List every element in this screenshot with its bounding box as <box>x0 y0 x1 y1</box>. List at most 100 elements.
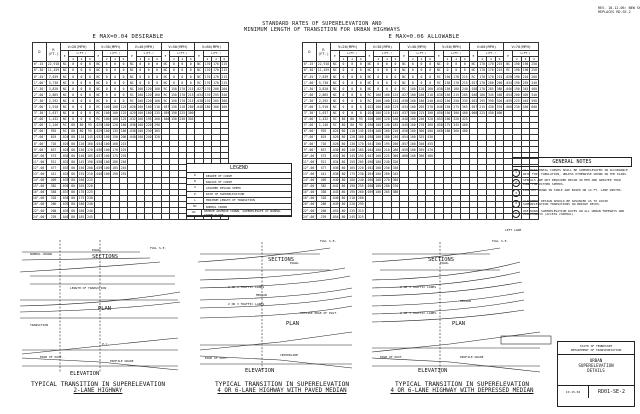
d2-sections-label: SECTIONS <box>268 257 294 263</box>
note-text: USE RURAL SUPERELEVATION RATES ON ALL UR… <box>523 208 625 217</box>
d1-section-mid <box>21 257 151 261</box>
cell-value <box>152 213 162 221</box>
d3-grade-label: PROFILE GRADE <box>460 355 484 359</box>
note-text: ALL HORIZONTAL CURVES SHALL BE SUPERELEV… <box>523 168 628 176</box>
legend-desc: DEGREE OF CURVE <box>206 173 233 178</box>
note-number: 3 <box>512 189 520 198</box>
d2-lane-curve3 <box>199 287 353 301</box>
d1-equal-label: EQUAL <box>92 248 102 252</box>
legend-desc: RADIUS OF CURVE <box>206 179 233 184</box>
d2-lanes-label-2: 2 OR 3 TRAFFIC LANES <box>228 302 265 306</box>
lane-header: 6 <box>529 55 540 62</box>
d3-median-label: MEDIAN <box>460 299 471 303</box>
legend-key: V <box>187 185 204 191</box>
caption-depressed-median-line1: TYPICAL TRANSITION IN SUPERELEVATION <box>394 381 530 388</box>
caption-2-lane: TYPICAL TRANSITION IN SUPERELEVATION 2-L… <box>31 381 165 395</box>
cell-value: 325 <box>355 213 366 221</box>
title-block-sheet-no: RD01-SE-2 <box>597 389 626 395</box>
d3-sections-label: SECTIONS <box>428 257 454 263</box>
d3-lane-curve6 <box>371 309 525 323</box>
cell-value <box>390 213 401 221</box>
note-number: 2 <box>512 179 520 188</box>
legend-key: E <box>187 191 204 197</box>
cell-value <box>118 213 129 221</box>
legend-desc: ASSUMED DESIGN SPEED <box>206 185 241 190</box>
lane-header: 6 <box>85 55 95 62</box>
speed-header: V=70(MPH) <box>503 41 540 52</box>
title-block-state: STATE OF TENNESSEE DEPARTMENT OF TRANSPO… <box>558 342 634 355</box>
d1-elevation-label: ELEVATION <box>70 371 100 377</box>
d3-plan-label: PLAN <box>452 321 465 327</box>
sheet-title: STANDARD RATES OF SUPERELEVATION AND MIN… <box>244 21 400 33</box>
d3-lane-curve5 <box>371 299 525 315</box>
d1-normal-crown-label: NORMAL CROWN <box>30 252 52 256</box>
d3-edge-label: EDGE OF PAVT. <box>380 355 404 359</box>
title-block-dept: DEPARTMENT OF TRANSPORTATION <box>570 348 622 352</box>
d1-elev-drop <box>21 357 179 371</box>
d3-lanes-label-2: 2 OR 3 TRAFFIC LANES <box>400 311 437 315</box>
lane-header: 6 <box>355 55 366 62</box>
cell-value <box>425 213 435 221</box>
legend-title: LEGEND <box>187 164 291 173</box>
d3-elevation-label: ELEVATION <box>418 368 448 374</box>
col-header-r-label: R <box>322 47 325 52</box>
diagram-1-lines <box>19 240 181 372</box>
d2-median-label: MEDIAN <box>256 293 267 297</box>
legend-key: L <box>187 197 204 203</box>
d2-edge-label: EDGE OF PAVT. <box>205 356 229 360</box>
title-block-name: URBAN SUPERELEVATION DETAILS <box>558 355 634 386</box>
lane-header: 6 <box>219 55 230 62</box>
general-notes-title: GENERAL NOTES <box>512 157 632 167</box>
legend-key: RC <box>187 210 203 216</box>
title-block-state-name: STATE OF TENNESSEE <box>579 344 613 348</box>
d3-equal-label: EQUAL <box>440 261 450 265</box>
d3-lane-curve3 <box>371 281 523 297</box>
caption-paved-median: TYPICAL TRANSITION IN SUPERELEVATION 4 O… <box>215 381 349 395</box>
caption-paved-median-line2: 4 OR 6-LANE HIGHWAY WITH PAVED MEDIAN <box>217 388 347 394</box>
d2-outside-edge-label: OUTSIDE EDGE OF PAVT. <box>300 311 338 315</box>
cell-value: 245 <box>85 213 95 221</box>
lane-header: 6 <box>390 55 401 62</box>
diagram-2-lines <box>197 242 353 372</box>
title-block-name2: SUPERELEVATION <box>578 363 614 368</box>
d1-plan-curve2 <box>19 301 181 313</box>
d2-lane-curve1 <box>199 267 346 281</box>
legend-desc: NORMAL CROWN <box>206 204 227 209</box>
title-block-name3: DETAILS <box>587 368 605 373</box>
caption-2-lane-line1: TYPICAL TRANSITION IN SUPERELEVATION <box>30 381 166 388</box>
note-text: SPIRALS ARE NOT REQUIRED BELOW 40 MPH AN… <box>523 178 621 186</box>
d2-centerline-label: CENTERLINE <box>280 353 299 357</box>
d1-plan-curve1 <box>19 291 181 307</box>
d1-sections-label: SECTIONS <box>92 254 118 260</box>
cell-value <box>494 213 505 221</box>
d1-transition-label: TRANSITION <box>30 323 49 327</box>
